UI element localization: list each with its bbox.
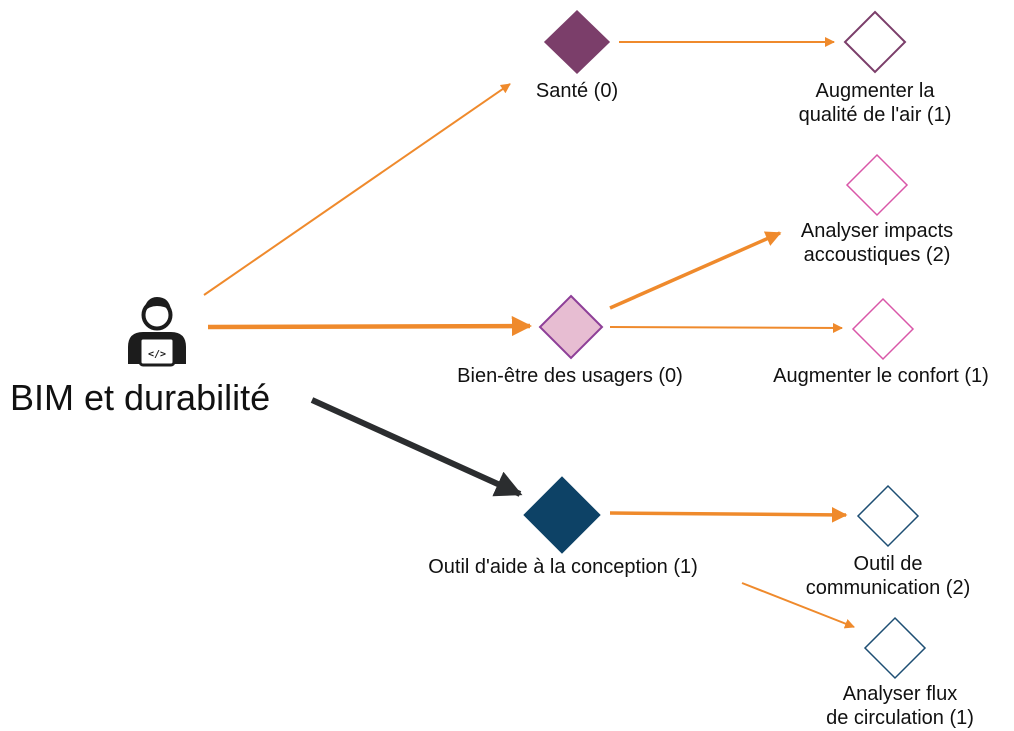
node-label-bien-etre-text: Bien-être des usagers (0) — [457, 365, 683, 387]
node-label-flux-line1: Analyser flux — [842, 683, 958, 705]
node-label-outil-comm-line2: communication (2) — [805, 577, 971, 599]
node-label-qualite-air: Augmenter la qualité de l'air (1) — [780, 79, 970, 127]
node-label-flux: Analyser flux de circulation (1) — [800, 682, 1000, 730]
node-label-confort-text: Augmenter le confort (1) — [773, 365, 989, 387]
edge-root-bien-etre — [207, 315, 533, 337]
diamond-qualite-air[interactable] — [843, 10, 907, 74]
edge-bien-etre-confort — [609, 322, 843, 333]
edge-root-sante — [203, 83, 511, 296]
edge-outil-aide-comm — [609, 507, 848, 523]
edge-root-outil-aide — [310, 397, 523, 497]
diamond-outil-comm[interactable] — [856, 484, 920, 548]
node-label-qualite-air-line2: qualité de l'air (1) — [798, 104, 952, 126]
diamond-outil-aide[interactable] — [523, 476, 601, 554]
node-label-bien-etre: Bien-être des usagers (0) — [420, 364, 720, 388]
diamond-sante[interactable] — [543, 9, 611, 75]
diamond-impacts[interactable] — [845, 153, 909, 217]
node-label-sante-text: Santé (0) — [535, 80, 619, 102]
node-label-outil-aide-text: Outil d'aide à la conception (1) — [428, 556, 698, 578]
diamond-flux[interactable] — [863, 616, 927, 680]
diamond-confort[interactable] — [851, 297, 915, 361]
node-label-impacts-line2: accoustiques (2) — [803, 244, 951, 266]
node-label-sante: Santé (0) — [517, 79, 637, 103]
node-label-qualite-air-line1: Augmenter la — [815, 80, 935, 102]
edge-bien-etre-impacts — [609, 231, 782, 310]
node-label-impacts-line1: Analyser impacts — [800, 220, 954, 242]
node-label-outil-comm: Outil de communication (2) — [778, 552, 998, 600]
diamond-bien-etre[interactable] — [538, 294, 604, 360]
node-label-impacts: Analyser impacts accoustiques (2) — [772, 219, 982, 267]
root-label: BIM et durabilité — [10, 377, 271, 418]
node-label-flux-line2: de circulation (1) — [826, 707, 974, 729]
node-label-outil-aide: Outil d'aide à la conception (1) — [378, 555, 748, 579]
edge-outil-aide-flux — [741, 582, 855, 629]
developer-laptop-icon: </> — [128, 297, 186, 367]
node-label-outil-comm-line1: Outil de — [853, 553, 923, 575]
svg-text:</>: </> — [148, 349, 166, 360]
node-label-confort: Augmenter le confort (1) — [750, 364, 1012, 388]
